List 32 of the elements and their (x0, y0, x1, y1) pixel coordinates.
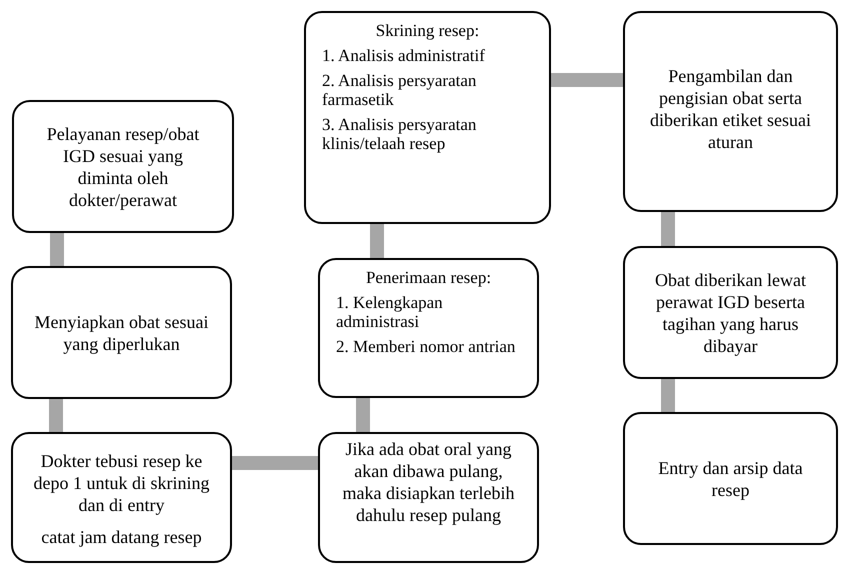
box-text: Pelayanan resep/obat IGD sesuai yang diminta oleh dokter/perawat (46, 122, 200, 210)
list-item: 2. Memberi nomor antrian (336, 337, 516, 356)
process-box (623, 246, 838, 379)
connector-bar (370, 224, 384, 258)
process-box (623, 11, 838, 212)
process-box (623, 412, 838, 545)
process-box (318, 432, 539, 563)
box-text: Pengambilan dan pengisian obat serta diberikan etiket sesuai aturan (649, 65, 812, 153)
process-box (304, 11, 551, 224)
connector-bar (551, 73, 623, 87)
connector-bar (50, 233, 64, 266)
box-text: Menyiapkan obat sesuai yang diperlukan (34, 310, 210, 354)
box-text: Obat diberikan lewat perawat IGD beserta tagihan yang harus dibayar (654, 268, 807, 356)
box-text: Entry dan arsip data resep (657, 456, 804, 500)
process-box (11, 432, 232, 563)
box-text: Dokter tebusi resep ke depo 1 untuk di skrining dan di entry (32, 450, 210, 516)
connector-bar (356, 398, 370, 432)
process-box (318, 258, 539, 398)
box-text: Jika ada obat oral yang akan dibawa pulang, maka disiapkan terlebih dahulu resep pulang (342, 438, 516, 526)
list-item: 1. Analisis administratif (322, 46, 486, 65)
connector-bar (232, 456, 318, 470)
list-item: 3. Analisis persyaratan klinis/telaah resep (322, 115, 478, 153)
list-item: 1. Kelengkapan administrasi (336, 293, 444, 331)
box-heading: Penerimaan resep: (364, 268, 492, 287)
process-box (11, 266, 232, 399)
connector-bar (661, 212, 675, 246)
process-box (12, 100, 234, 233)
connector-bar (661, 379, 675, 412)
box-heading: Skrining resep: (374, 21, 480, 40)
box-text: catat jam datang resep (41, 526, 202, 548)
connector-bar (49, 399, 63, 432)
list-item: 2. Analisis persyaratan farmasetik (322, 71, 478, 109)
